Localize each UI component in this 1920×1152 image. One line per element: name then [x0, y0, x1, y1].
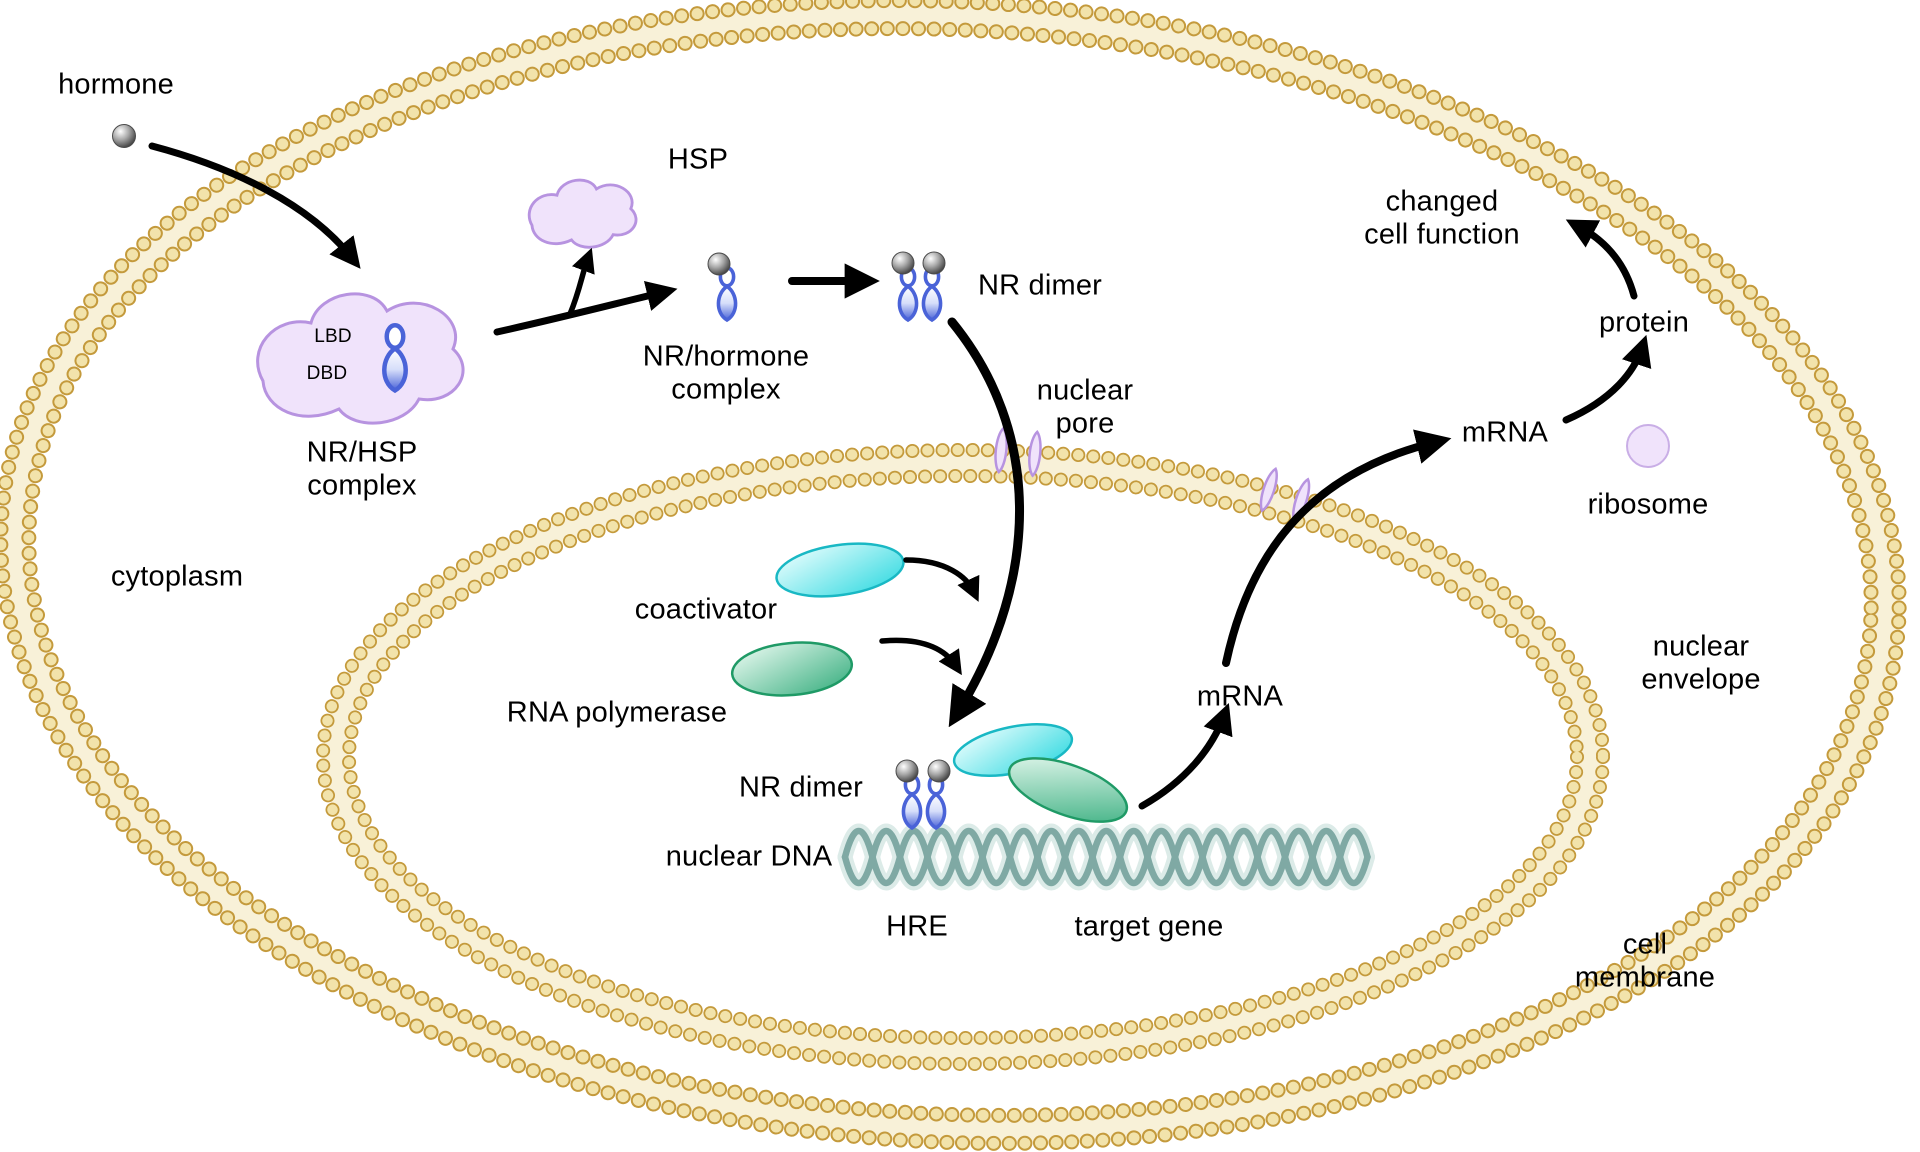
transcription-complex: [895, 723, 1129, 830]
label-mrna-cytoplasm: mRNA: [1461, 416, 1549, 449]
label-nr-dimer-nucleus: NR dimer: [738, 771, 864, 804]
label-ribosome: ribosome: [1587, 488, 1709, 521]
nr-hormone-complex-shape: [707, 252, 738, 322]
label-mrna-nucleus: mRNA: [1196, 680, 1284, 713]
nr-dimer-shape: [891, 251, 946, 322]
arrow-mrna-to-protein: [1562, 334, 1652, 424]
label-dbd: DBD: [306, 363, 348, 385]
hsp-shape: [527, 178, 638, 249]
label-hormone: hormone: [58, 68, 174, 101]
nr-hsp-complex-shape: [256, 292, 465, 425]
arrow-nrhsp-to-nrhormone: [493, 280, 678, 336]
arrow-hormone-to-nrhsp: [148, 142, 361, 269]
label-cytoplasm: cytoplasm: [110, 560, 244, 593]
arrow-coactivator: [903, 557, 980, 602]
label-nuclear-envelope: nuclear envelope: [1641, 630, 1761, 696]
label-protein: protein: [1598, 306, 1690, 339]
label-coactivator: coactivator: [634, 593, 778, 626]
label-target-gene: target gene: [1074, 910, 1224, 943]
label-nr-hsp-complex: NR/HSP complex: [306, 436, 418, 502]
nr-dimer-on-dna: [895, 759, 951, 830]
hormone-ball: [112, 124, 136, 148]
dna-helix: [837, 823, 1375, 891]
label-changed-cell-function: changed cell function: [1364, 185, 1520, 251]
label-lbd: LBD: [314, 326, 352, 348]
label-nr-hormone-complex: NR/hormone complex: [642, 340, 810, 406]
nuclear-envelope-bilayer: [316, 443, 1610, 1071]
arrow-mrna-export: [1222, 429, 1452, 667]
arrow-dimer-into-nucleus: [947, 317, 1024, 728]
label-hsp: HSP: [667, 143, 729, 176]
arrow-protein-to-function: [1565, 219, 1638, 300]
ribosome-shape: [1626, 424, 1670, 468]
arrow-hsp-release: [567, 247, 595, 317]
arrow-gene-to-mrna: [1138, 703, 1233, 810]
coactivator-shape: [775, 542, 905, 598]
label-nuclear-pore: nuclear pore: [1036, 374, 1134, 440]
arrow-rna-polymerase: [879, 637, 962, 676]
label-nr-dimer-top: NR dimer: [977, 269, 1103, 302]
arrows: [148, 142, 1652, 810]
rna-polymerase-shape: [730, 641, 854, 697]
label-nuclear-dna: nuclear DNA: [665, 840, 833, 873]
label-hre: HRE: [886, 910, 948, 943]
label-cell-membrane: cell membrane: [1574, 928, 1716, 994]
label-rna-polymerase: RNA polymerase: [506, 696, 728, 729]
